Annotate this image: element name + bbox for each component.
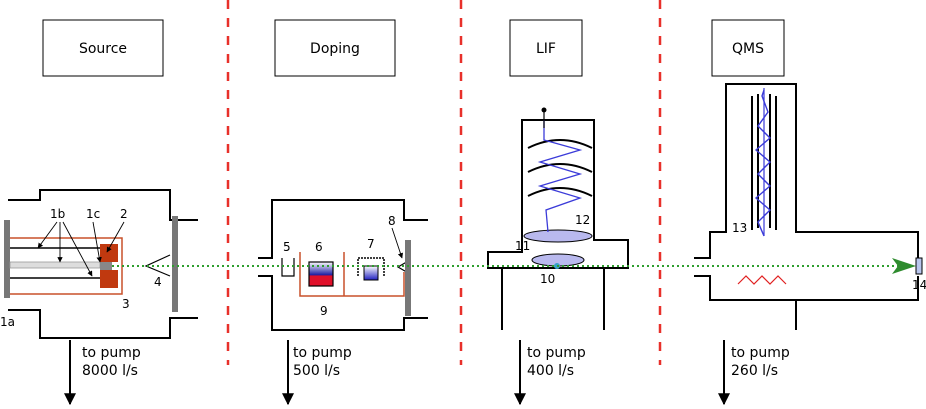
label-1c: 1c xyxy=(86,207,100,221)
lif-mirrors xyxy=(527,139,593,197)
title-qms: QMS xyxy=(732,41,764,57)
label-12: 12 xyxy=(575,213,590,227)
label-7: 7 xyxy=(367,237,375,251)
beam-arrowhead xyxy=(892,258,916,274)
label-6: 6 xyxy=(315,240,323,254)
lif-rod-tip xyxy=(541,107,547,113)
title-box-lif: LIF xyxy=(509,19,583,77)
lif-light-path xyxy=(537,120,583,233)
label-9: 9 xyxy=(320,304,328,318)
label-10: 10 xyxy=(540,272,555,286)
source-flange-left xyxy=(4,220,10,298)
label-2: 2 xyxy=(120,207,128,221)
source-flange-right xyxy=(172,216,178,312)
title-box-source: Source xyxy=(42,19,164,77)
label-13: 13 xyxy=(732,221,747,235)
label-3: 3 xyxy=(122,297,130,311)
title-box-qms: QMS xyxy=(711,19,785,77)
qms-ion-path xyxy=(754,89,772,237)
title-lif: LIF xyxy=(536,41,556,57)
label-1a: 1a xyxy=(0,315,15,329)
label-4: 4 xyxy=(154,275,162,289)
label-14: 14 xyxy=(912,278,926,292)
source-leaders xyxy=(37,221,125,277)
stage-dividers xyxy=(226,0,662,365)
pump-source-line1: to pump xyxy=(82,345,141,361)
pump-lif-line1: to pump xyxy=(527,345,586,361)
pump-doping-line1: to pump xyxy=(293,345,352,361)
label-11: 11 xyxy=(515,239,530,253)
title-doping: Doping xyxy=(310,41,360,57)
doping-flange-right xyxy=(405,240,411,316)
pump-qms-line2: 260 l/s xyxy=(731,363,778,379)
pump-arrows xyxy=(64,340,730,406)
qms-chamber xyxy=(694,83,919,330)
pump-doping-line2: 500 l/s xyxy=(293,363,340,379)
pump-source-line2: 8000 l/s xyxy=(82,363,138,379)
title-source: Source xyxy=(79,41,127,57)
source-block-top xyxy=(100,244,118,262)
pump-lif-line2: 400 l/s xyxy=(527,363,574,379)
lens-11 xyxy=(523,229,593,243)
pump-qms-line1: to pump xyxy=(731,345,790,361)
source-nozzle xyxy=(100,262,112,270)
label-8: 8 xyxy=(388,214,396,228)
title-box-doping: Doping xyxy=(274,19,396,77)
doping-leader-8 xyxy=(391,227,404,259)
doping-heater xyxy=(299,268,405,297)
quadrupole-rods xyxy=(751,94,777,230)
label-1b: 1b xyxy=(50,207,65,221)
label-5: 5 xyxy=(283,240,291,254)
lif-chamber xyxy=(487,119,629,330)
qms-filament xyxy=(737,275,787,285)
oven-7 xyxy=(363,265,379,281)
detector-14 xyxy=(915,257,923,275)
source-block-bottom xyxy=(100,270,118,288)
